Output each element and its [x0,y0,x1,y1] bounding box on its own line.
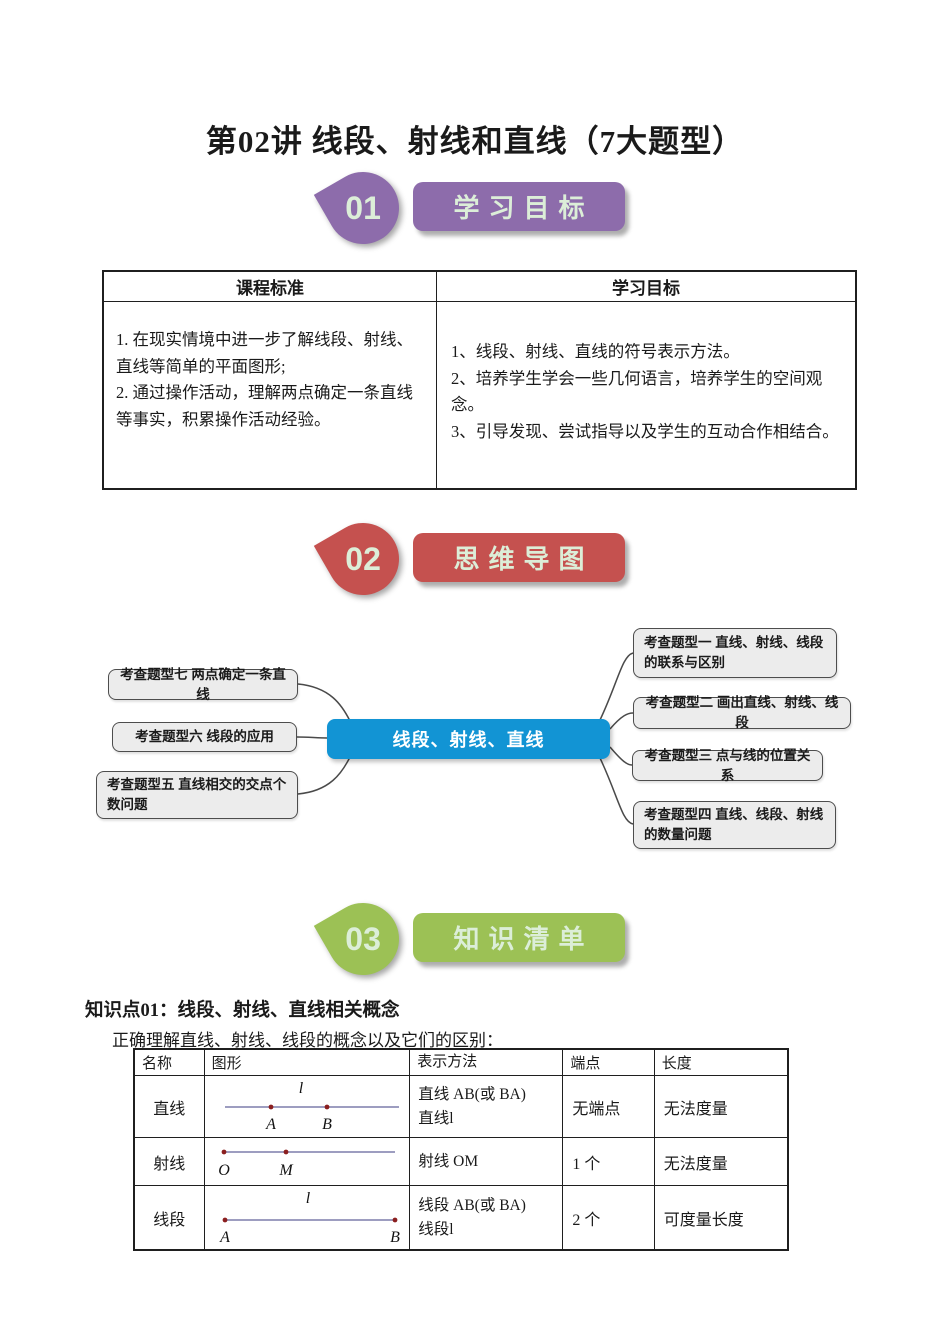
point-b-dot [392,1217,398,1222]
mindmap-node-type1: 考查题型一 直线、射线、线段的联系与区别 [633,628,837,678]
badge-drop-shape: 03 [313,889,413,989]
col-header-figure: 图形 [203,1050,410,1075]
figure-label-a: A [219,1229,230,1246]
figure-cell: O M [203,1138,410,1185]
figure-label-l: l [299,1080,304,1097]
point-o-dot [221,1149,227,1155]
table-row-ray: 射线 O M 射线 OM 1 个 无法度量 [135,1137,787,1185]
badge-title-pill: 知识清单 [413,913,625,962]
knowledge-point-heading: 知识点01：线段、射线、直线相关概念 [85,1001,400,1021]
badge-number: 01 [345,189,381,226]
section-badge-knowledge-list: 03 知识清单 [313,889,635,989]
connector-right-4 [599,757,634,825]
row-name: 射线 [153,1155,186,1173]
col-header-length: 长度 [653,1050,787,1075]
objectives-table-header: 课程标准 学习目标 [104,272,855,302]
knowledge-table: 名称 图形 表示方法 端点 长度 直线 l A B 直线 AB(或 BA) 直线… [133,1048,789,1251]
mindmap-node-type4: 考查题型四 直线、线段、射线的数量问题 [633,801,836,849]
point-m-dot [283,1149,289,1155]
row-name: 线段 [153,1211,186,1229]
row-name: 直线 [153,1100,186,1118]
objectives-table: 课程标准 学习目标 1. 在现实情境中进一步了解线段、射线、直线等简单的平面图形… [102,270,857,490]
mindmap-node-type7: 考查题型七 两点确定一条直线 [108,667,298,702]
point-b-dot [324,1104,330,1109]
method-cell: 射线 OM [409,1138,562,1185]
learning-goals-cell: 1、线段、射线、直线的符号表示方法。 2、培养学生学会一些几何语言，培养学生的空… [451,342,839,442]
length-cell: 无法度量 [653,1138,787,1185]
mindmap: 考查题型七 两点确定一条直线 考查题型六 线段的应用 考查题型五 直线相交的交点… [0,610,950,895]
objectives-table-body: 1. 在现实情境中进一步了解线段、射线、直线等简单的平面图形; 2. 通过操作活… [104,302,855,488]
figure-cell: l A B [203,1186,410,1249]
length-cell: 可度量长度 [653,1186,787,1249]
mindmap-node-type5: 考查题型五 直线相交的交点个数问题 [96,771,298,819]
figure-label-b: B [390,1229,400,1246]
figure-label-o: O [218,1162,230,1179]
figure-label-m: M [278,1162,294,1179]
knowledge-intro-text: 正确理解直线、射线、线段的概念以及它们的区别： [112,1031,503,1050]
segment-figure: l A B [219,1190,400,1246]
method-cell: 线段 AB(或 BA) 线段l [409,1186,562,1249]
mindmap-node-type6: 考查题型六 线段的应用 [112,722,297,752]
figure-label-l: l [306,1190,311,1207]
badge-drop-shape: 02 [313,509,413,609]
endpoints-cell: 1 个 [562,1138,653,1185]
course-standard-cell: 1. 在现实情境中进一步了解线段、射线、直线等简单的平面图形; 2. 通过操作活… [104,302,437,488]
col-header-name: 名称 [142,1056,173,1072]
connector-right-1 [599,652,634,721]
mindmap-central-node: 线段、射线、直线 [327,719,610,759]
endpoints-cell: 无端点 [562,1076,653,1137]
connector-left-7 [297,683,351,722]
mindmap-node-type3: 考查题型三 点与线的位置关系 [632,748,823,783]
badge-drop-shape: 01 [313,158,413,258]
section-badge-learning-goals: 01 学习目标 [313,158,635,258]
connector-left-6 [296,736,328,739]
endpoints-cell: 2 个 [562,1186,653,1249]
ray-figure: O M [218,1149,395,1179]
connector-right-2 [609,712,634,730]
badge-number-drop: 01 [313,158,413,258]
mindmap-connectors [296,652,634,825]
table-row-line: 直线 l A B 直线 AB(或 BA) 直线l 无端点 无法度量 [135,1075,787,1137]
connector-right-3 [609,746,633,766]
method-cell: 直线 AB(或 BA) 直线l [409,1076,562,1137]
point-a-dot [268,1104,274,1109]
col-header-method: 表示方法 [409,1050,562,1075]
badge-number-drop: 03 [313,889,413,989]
figure-label-a: A [265,1116,276,1133]
badge-title-pill: 思维导图 [413,533,625,582]
line-figure: l A B [224,1080,399,1133]
length-cell: 无法度量 [653,1076,787,1137]
col-header-endpoints: 端点 [562,1050,653,1075]
figure-label-b: B [322,1116,332,1133]
figure-cell: l A B [203,1076,410,1137]
page-title: 第02讲 线段、射线和直线（7大题型） [205,124,745,159]
badge-number-drop: 02 [313,509,413,609]
badge-number: 03 [345,920,381,957]
point-a-dot [222,1217,228,1222]
header-learning-goals: 学习目标 [612,279,680,298]
mindmap-node-type2: 考查题型二 画出直线、射线、线段 [633,695,851,730]
section-badge-mindmap: 02 思维导图 [313,509,635,609]
connector-left-5 [297,756,351,795]
badge-title-pill: 学习目标 [413,182,625,231]
badge-number: 02 [345,540,381,577]
table-row-segment: 线段 l A B 线段 AB(或 BA) 线段l 2 个 可度量长度 [135,1185,787,1249]
header-course-standard: 课程标准 [104,272,437,301]
knowledge-table-header-row: 名称 图形 表示方法 端点 长度 [135,1050,787,1075]
